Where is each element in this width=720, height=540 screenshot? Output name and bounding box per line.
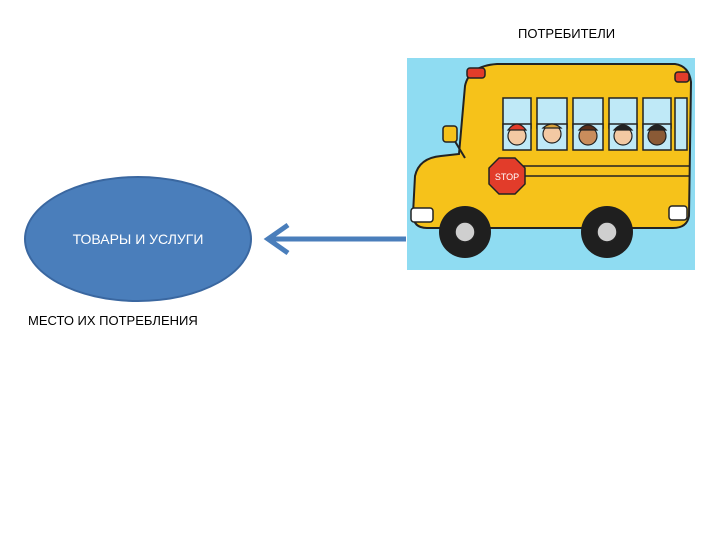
roof-light-icon [467, 68, 485, 78]
goods-and-services-label: ТОВАРЫ И УСЛУГИ [73, 231, 204, 247]
place-of-consumption-label: МЕСТО ИХ ПОТРЕБЛЕНИЯ [28, 313, 198, 328]
roof-light-icon [675, 72, 689, 82]
window [675, 98, 687, 150]
goods-and-services-node: ТОВАРЫ И УСЛУГИ [24, 176, 252, 302]
front-wheel-icon [439, 206, 491, 258]
school-bus-image: STOP [407, 58, 695, 270]
headlight-icon [411, 208, 433, 222]
taillight-icon [669, 206, 687, 220]
consumers-label: ПОТРЕБИТЕЛИ [518, 26, 615, 41]
stop-sign-text: STOP [495, 172, 519, 182]
mirror-icon [443, 126, 457, 142]
rear-wheel-icon [581, 206, 633, 258]
arrow-left-connector [258, 222, 408, 258]
